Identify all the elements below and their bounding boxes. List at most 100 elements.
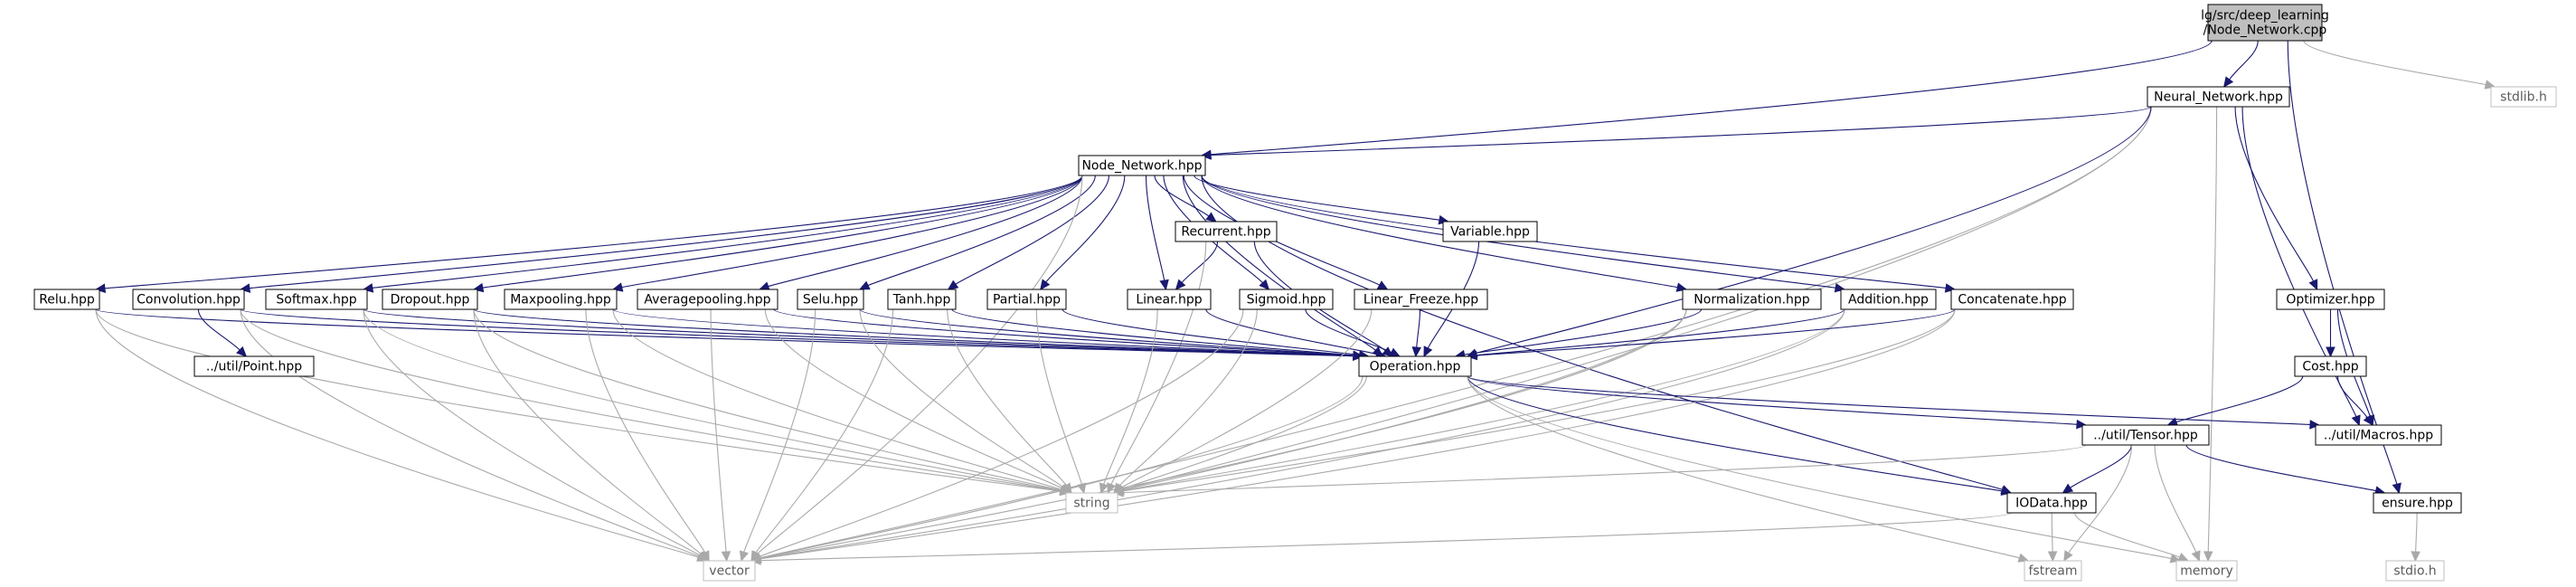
node-convolution[interactable]: Convolution.hpp [132, 289, 245, 310]
node-addition[interactable]: Addition.hpp [1840, 289, 1937, 310]
node-label: IOData.hpp [2015, 497, 2088, 511]
node-linear[interactable]: Linear.hpp [1127, 289, 1212, 310]
node-box [2024, 560, 2082, 582]
node-box [637, 289, 778, 310]
edge-node_network-to-variable [1194, 175, 1449, 225]
edge-relu-to-string [95, 308, 1071, 497]
node-box [2490, 86, 2557, 108]
node-label: stdlib.h [2500, 90, 2547, 105]
node-box [1239, 289, 1334, 310]
edge-recurrent-to-linear [1175, 241, 1219, 290]
node-label: ensure.hpp [2382, 497, 2453, 511]
node-averagepooling[interactable]: Averagepooling.hpp [637, 289, 778, 310]
node-label: string [1073, 497, 1109, 511]
node-root[interactable]: lg/src/deep_learning/Node_Network.cpp [2201, 4, 2329, 42]
edge-node_network-to-maxpooling [611, 175, 1083, 292]
edge-node_network-to-operation [1182, 175, 1383, 357]
node-box [2294, 355, 2367, 377]
node-label: lg/src/deep_learning [2201, 9, 2329, 24]
nodes-layer: lg/src/deep_learning/Node_Network.cppNeu… [33, 4, 2557, 582]
edge-normalization-to-vector [750, 308, 1687, 563]
edge-iodata-to-fstream [2047, 512, 2058, 563]
node-box [887, 289, 957, 310]
node-label: Concatenate.hpp [1958, 293, 2066, 308]
node-cost[interactable]: Cost.hpp [2294, 355, 2367, 377]
node-maxpooling[interactable]: Maxpooling.hpp [504, 289, 618, 310]
edge-node_network-to-convolution [239, 175, 1083, 293]
node-box [1175, 221, 1278, 242]
edge-linear_freeze-to-string [1113, 308, 1373, 494]
node-operation[interactable]: Operation.hpp [1358, 355, 1472, 377]
node-neural-network[interactable]: Neural_Network.hpp [2147, 86, 2290, 108]
node-box [2276, 289, 2385, 310]
node-node-network[interactable]: Node_Network.hpp [1078, 155, 1206, 176]
node-relu[interactable]: Relu.hpp [33, 289, 100, 310]
edge-selu-to-vector [739, 308, 816, 563]
edge-neural_network-to-memory [2203, 106, 2218, 563]
edge-neural_network-to-node_network [1200, 106, 2152, 160]
node-label: ../util/Point.hpp [206, 360, 302, 374]
edge-operation-to-fstream [1467, 375, 2030, 563]
edge-tanh-to-operation [951, 308, 1364, 361]
node-iodata[interactable]: IOData.hpp [2006, 492, 2097, 514]
node-box [1358, 355, 1472, 377]
edge-tensor-to-memory [2154, 444, 2201, 563]
node-normalization[interactable]: Normalization.hpp [1682, 289, 1822, 310]
edge-neural_network-to-vector [750, 106, 2152, 563]
node-dropout[interactable]: Dropout.hpp [382, 289, 478, 310]
edge-maxpooling-to-string [612, 308, 1071, 494]
node-tanh[interactable]: Tanh.hpp [887, 289, 957, 310]
edge-concatenate-to-operation [1466, 308, 1956, 361]
node-tensor[interactable]: ../util/Tensor.hpp [2081, 424, 2210, 446]
node-label: stdio.h [2393, 564, 2436, 579]
node-box [504, 289, 618, 310]
node-box [1840, 289, 1937, 310]
node-label: Convolution.hpp [137, 293, 241, 308]
node-stdio: stdio.h [2385, 560, 2445, 582]
edge-linear_freeze-to-operation [1411, 308, 1421, 358]
node-concatenate[interactable]: Concatenate.hpp [1950, 289, 2074, 310]
edge-tanh-to-vector [750, 308, 894, 563]
node-recurrent[interactable]: Recurrent.hpp [1175, 221, 1278, 242]
node-vector: vector [703, 560, 756, 582]
edge-node_network-to-partial [1040, 175, 1126, 290]
edge-convolution-to-string [240, 308, 1071, 496]
node-selu[interactable]: Selu.hpp [797, 289, 864, 310]
node-label: Addition.hpp [1848, 293, 1929, 308]
edge-relu-to-operation [95, 308, 1364, 361]
node-variable[interactable]: Variable.hpp [1442, 221, 1538, 242]
node-optimizer[interactable]: Optimizer.hpp [2276, 289, 2385, 310]
node-box [2373, 492, 2462, 514]
node-box [797, 289, 864, 310]
node-box [132, 289, 245, 310]
node-label: /Node_Network.cpp [2203, 24, 2327, 38]
node-point[interactable]: ../util/Point.hpp [193, 355, 315, 377]
edge-iodata-to-vector [750, 512, 2012, 565]
edge-root-to-ensure [2287, 40, 2401, 495]
node-box [265, 289, 368, 310]
edge-tensor-to-ensure [2185, 444, 2386, 496]
node-label: Variable.hpp [1450, 225, 1530, 240]
node-softmax[interactable]: Softmax.hpp [265, 289, 368, 310]
node-linear-freeze[interactable]: Linear_Freeze.hpp [1354, 289, 1488, 310]
edge-averagepooling-to-vector [710, 308, 731, 563]
node-sigmoid[interactable]: Sigmoid.hpp [1239, 289, 1334, 310]
node-box [1950, 289, 2074, 310]
edge-concatenate-to-string [1112, 308, 1956, 496]
node-macros[interactable]: ../util/Macros.hpp [2315, 424, 2442, 446]
node-label: Maxpooling.hpp [510, 293, 611, 308]
node-ensure[interactable]: ensure.hpp [2373, 492, 2462, 514]
edge-node_network-to-concatenate [1201, 175, 1957, 293]
node-box [1442, 221, 1538, 242]
node-box [2385, 560, 2445, 582]
node-box [2315, 424, 2442, 446]
node-label: Tanh.hpp [892, 293, 951, 308]
node-partial[interactable]: Partial.hpp [986, 289, 1067, 310]
node-label: memory [2180, 564, 2233, 579]
edge-operation-to-vector [750, 375, 1363, 563]
node-label: Selu.hpp [803, 293, 858, 308]
edge-node_network-to-relu [94, 175, 1083, 294]
edge-optimizer-to-cost [2326, 308, 2335, 358]
node-label: Neural_Network.hpp [2154, 90, 2283, 105]
node-box [986, 289, 1067, 310]
